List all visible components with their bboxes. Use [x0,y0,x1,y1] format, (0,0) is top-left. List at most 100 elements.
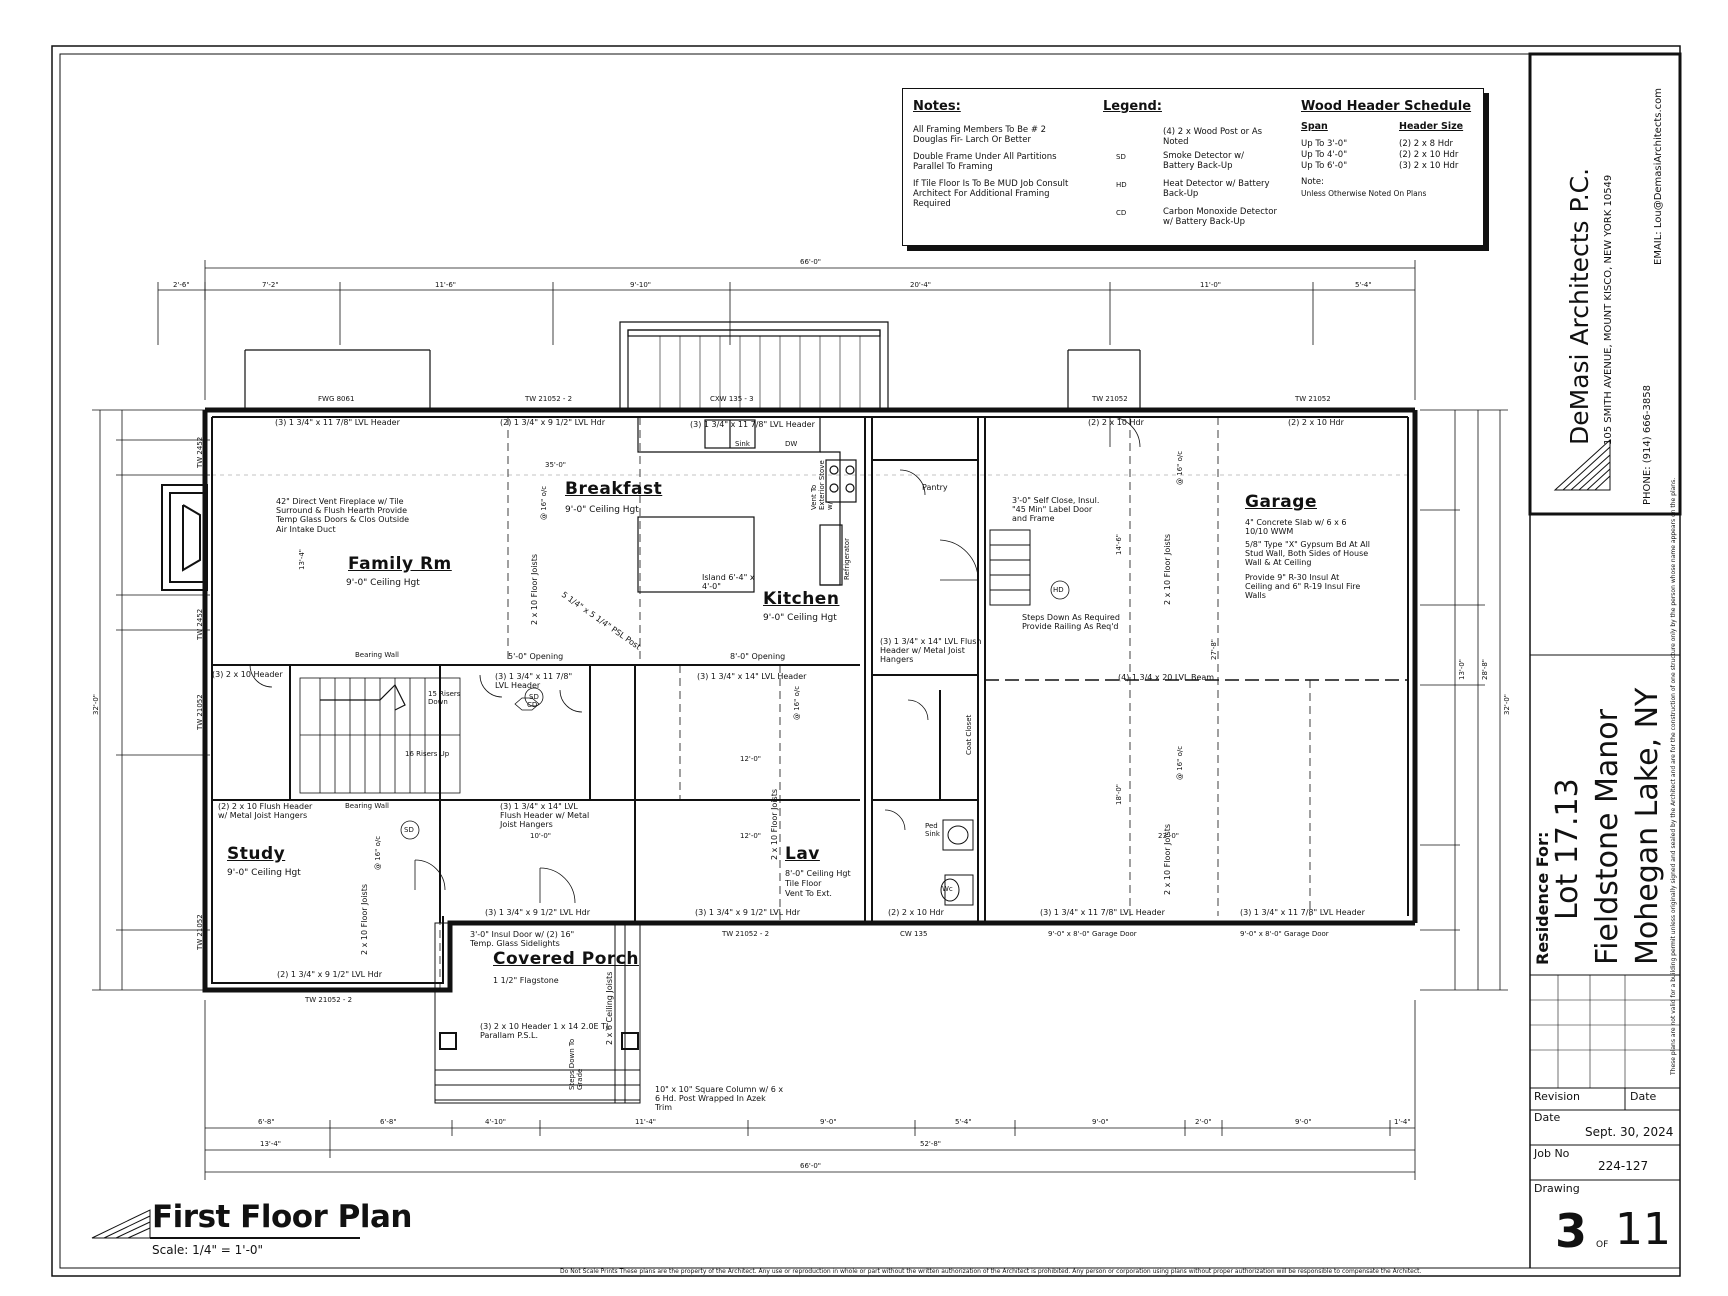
dim-right-2: 28'-8" [1481,658,1489,680]
dim-top-4: 9'-10" [630,281,652,289]
room-lav-name: Lav [785,844,820,864]
note-garage-slab: 4" Concrete Slab w/ 6 x 6 10/10 WWM [1245,518,1347,537]
dim-bot-4: 11'-4" [635,1118,657,1126]
notes-title: Notes: [913,99,961,114]
schedule-note-text: Unless Otherwise Noted On Plans [1301,189,1427,198]
room-family-ceiling: 9'-0" Ceiling Hgt [346,578,420,588]
note-1: All Framing Members To Be # 2 Douglas Fi… [913,125,1047,146]
plan-hd-label: HD [1053,586,1064,594]
hdr-lav: (2) 2 x 10 Hdr [888,908,944,917]
window-tw-3: TW 21052 [1295,395,1331,403]
room-garage-name: Garage [1245,492,1317,512]
revision-date-col: Date [1630,1090,1657,1103]
hdr-fam-top: (3) 1 3/4" x 11 7/8" LVL Header [275,418,400,427]
dim-inner-1: 35'-0" [545,461,567,469]
plan-sd-label: SD [529,693,539,701]
schedule-size-3: (3) 2 x 10 Hdr [1399,161,1459,171]
joists-oc-3: @ 16" o/c [1176,450,1184,485]
joists-garage-1: 2 x 10 Floor Joists [1163,533,1172,605]
job-label: Job No [1534,1147,1570,1160]
room-lav-ceiling: 8'-0" Ceiling Hgt [785,869,851,878]
room-porch-name: Covered Porch [493,949,639,969]
note-steps-down: Steps Down As Required Provide Railing A… [1022,613,1120,632]
dim-left-overall: 32'-0" [92,693,100,715]
dim-inner-3: 12'-0" [740,755,762,763]
dim-top-3: 11'-6" [435,281,457,289]
window-tw-left-1: TW 2452 [196,436,204,468]
note-fireplace: 42" Direct Vent Fireplace w/ Tile Surrou… [276,497,410,534]
dim-overall-top: 66'-0" [800,258,822,266]
date-value: Sept. 30, 2024 [1585,1125,1674,1139]
dim-bot-2: 6'-8" [380,1118,397,1126]
room-breakfast-ceiling: 9'-0" Ceiling Hgt [565,505,639,515]
dim-inner-9: 18'-0" [1115,783,1123,805]
dim-inner-2: 13'-4" [298,548,306,570]
joists-porch: 2 x 6 Ceiling Joists [605,971,614,1045]
note-coat-closet: Coat Closet [965,714,973,755]
dim-overall-bottom: 66'-0" [800,1162,822,1170]
note-garage-insul: Provide 9" R-30 Insul At Ceiling and 6" … [1245,573,1361,601]
note-steps-grade: Steps Down To Grade [568,1038,584,1090]
joists-kitchen: 2 x 10 Floor Joists [770,788,779,860]
note-front-door: 3'-0" Insul Door w/ (2) 16" Temp. Glass … [470,930,575,949]
window-cxw: CXW 135 - 3 [710,395,754,403]
note-wc: Wc [942,885,953,893]
dim-bot-5: 9'-0" [820,1118,837,1126]
legend-cd-symbol: CD [1116,209,1127,217]
window-tw-porch: TW 21052 - 2 [722,930,770,938]
room-family-name: Family Rm [348,554,452,574]
project-location: Mohegan Lake, NY [1630,687,1665,965]
note-column: 10" x 10" Square Column w/ 6 x 6 Hd. Pos… [655,1085,784,1113]
hdr-flush: (3) 1 3/4" x 14" LVL Flush Header w/ Met… [880,637,982,665]
hdr-garage-lvl1: (3) 1 3/4" x 11 7/8" LVL Header [1040,908,1165,917]
joists-oc-1: @ 16" o/c [540,485,548,520]
schedule-col-size: Header Size [1399,121,1464,132]
dim-bot-7: 9'-0" [1092,1118,1109,1126]
dim-bot-6: 5'-4" [955,1118,972,1126]
schedule-span-1: Up To 3'-0" [1301,139,1348,149]
note-bearing-wall-1: Bearing Wall [355,651,399,659]
legend-sd-symbol: SD [1116,153,1126,161]
schedule-span-2: Up To 4'-0" [1301,150,1348,160]
side-disclaimer: These plans are not valid for a building… [1670,477,1677,1075]
dim-top-7: 5'-4" [1355,281,1372,289]
note-risers-down: 15 Risers Down [428,690,461,707]
schedule-size-2: (2) 2 x 10 Hdr [1399,150,1459,160]
room-lav-vent: Vent To Ext. [785,889,832,898]
dim-bot-1: 6'-8" [258,1118,275,1126]
hdr-study-flush: (2) 2 x 10 Flush Header w/ Metal Joist H… [218,802,313,821]
note-3: If Tile Floor Is To Be MUD Job Consult A… [913,179,1069,210]
legend-title: Legend: [1103,99,1162,114]
dim-right-3: 13'-0" [1458,658,1466,680]
dim-bot2-1: 13'-4" [260,1140,282,1148]
plan-title: First Floor Plan [152,1199,412,1235]
job-value: 224-127 [1598,1159,1649,1173]
note-garage-door-1: 9'-0" x 8'-0" Garage Door [1048,930,1137,938]
dim-bot2-2: 52'-8" [920,1140,942,1148]
drawing-total: 11 [1615,1204,1671,1255]
note-risers-up: 16 Risers Up [405,750,450,758]
window-tw-2: TW 21052 [1092,395,1128,403]
joists-oc-5: @ 16" o/c [374,835,382,870]
schedule-size-1: (2) 2 x 8 Hdr [1399,139,1453,149]
hdr-lav-lvl: (3) 1 3/4" x 9 1/2" LVL Hdr [695,908,801,917]
lot-number: Lot 17.13 [1550,778,1585,920]
revision-label: Revision [1534,1090,1580,1103]
hdr-lvl-1: (3) 1 3/4" x 11 7/8" LVL Header [495,672,573,691]
dim-inner-4: 12'-0" [740,832,762,840]
hdr-fam-open: 5'-0" Opening [508,652,564,661]
window-tw-bottom: TW 21052 - 2 [305,996,353,1004]
window-cw: CW 135 [900,930,928,938]
dim-right-overall: 32'-0" [1503,693,1511,715]
plan-cd-label: CD [527,701,538,709]
hdr-kit-open: 8'-0" Opening [730,652,786,661]
window-tw-left-3: TW 21052 [196,694,204,730]
dim-top-6: 11'-0" [1200,281,1222,289]
dim-top-5: 20'-4" [910,281,932,289]
dim-bot-10: 1'-4" [1394,1118,1411,1126]
dim-inner-8: 14'-6" [1115,533,1123,555]
legend-smoke: Smoke Detector w/ Battery Back-Up [1163,151,1244,172]
note-porch-header: (3) 2 x 10 Header 1 x 14 2.0E TJ Paralla… [480,1022,609,1041]
note-garage-gyp: 5/8" Type "X" Gypsum Bd At All Stud Wall… [1245,540,1371,568]
